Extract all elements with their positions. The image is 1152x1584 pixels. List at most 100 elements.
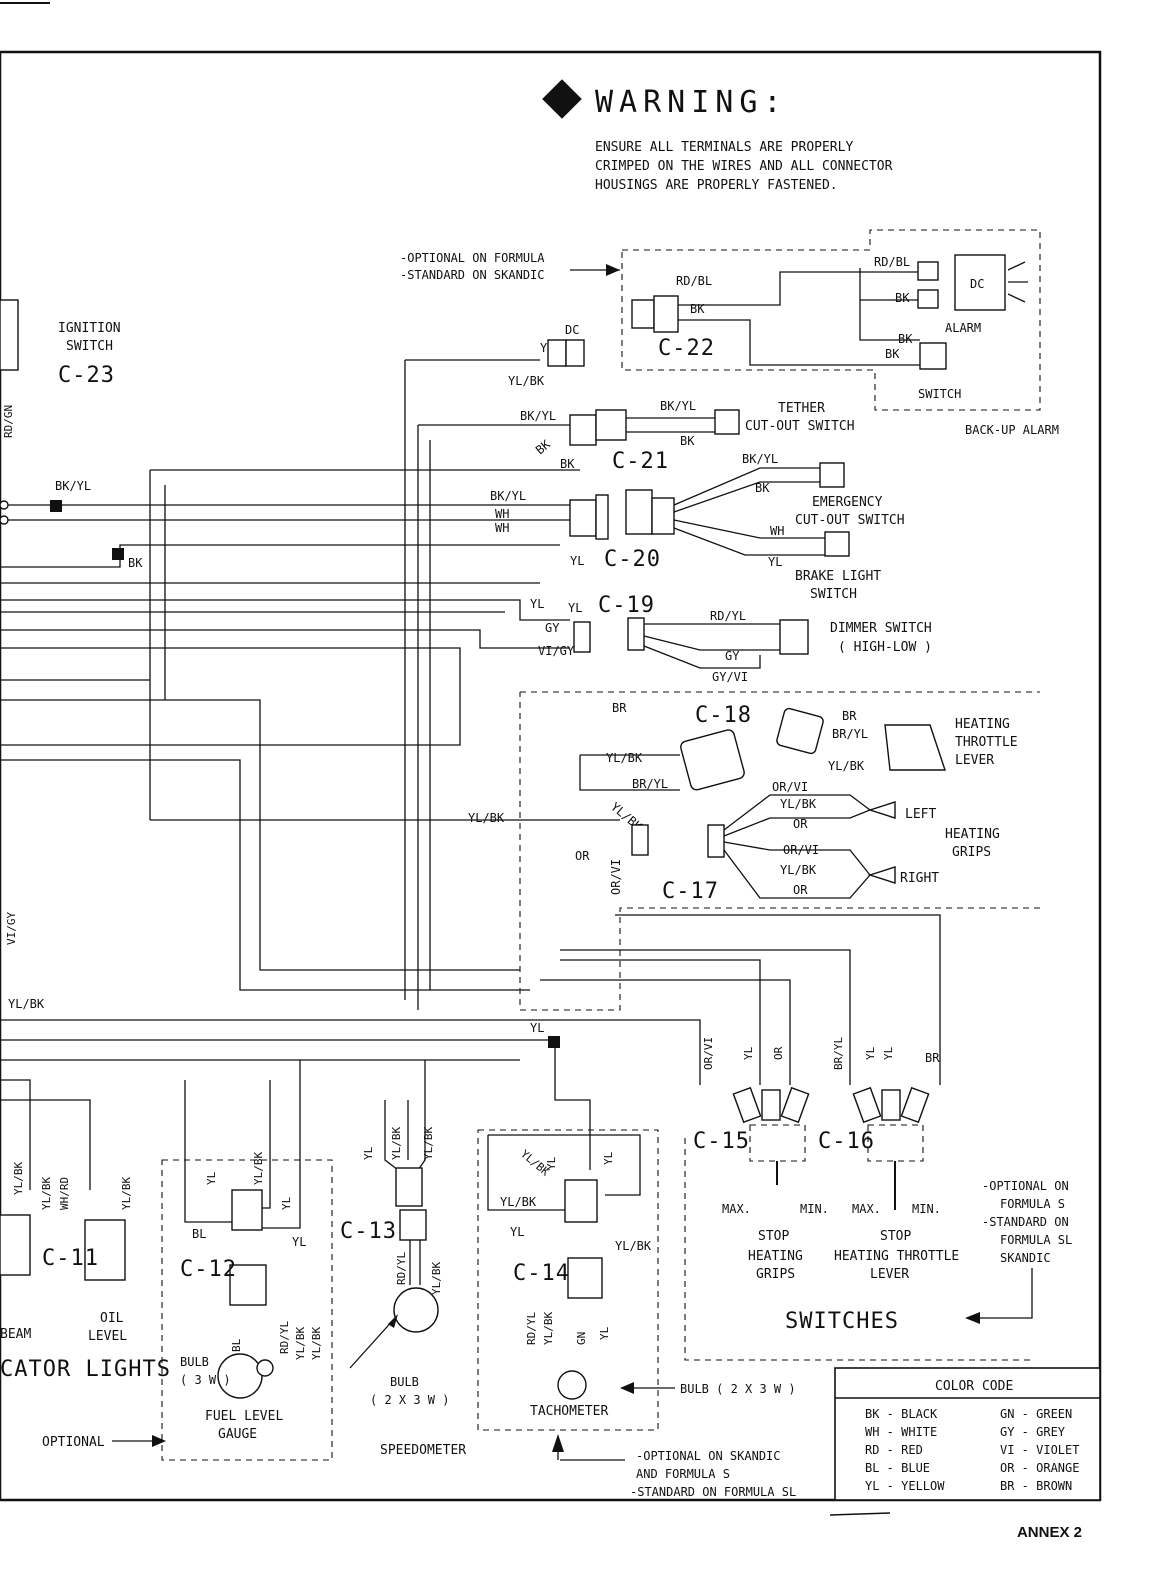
- label-heating-throttle-1: HEATING: [955, 717, 1010, 732]
- tach-bulb-arrow-icon: [620, 1382, 634, 1394]
- label-tether-1: TETHER: [778, 401, 825, 416]
- label-yl-2: YL: [768, 555, 782, 569]
- label-yl-bk-19: YL/BK: [500, 1195, 537, 1209]
- speedo-bulb-arrow-icon: [388, 1314, 398, 1328]
- label-yl-bk-11: YL/BK: [120, 1177, 133, 1210]
- color-code-vi: VI - VIOLET: [1000, 1443, 1079, 1457]
- label-yl-14: YL: [545, 1156, 558, 1170]
- label-bk-4: BK: [885, 347, 900, 361]
- color-code-bk: BK - BLACK: [865, 1407, 938, 1421]
- label-bk-5: BK: [680, 434, 695, 448]
- note-right-3: -STANDARD ON: [982, 1215, 1069, 1229]
- c17-connector-b: [707, 824, 725, 858]
- label-br-yl-1: BR/YL: [632, 777, 668, 791]
- label-yl-bk-20: YL/BK: [615, 1239, 652, 1253]
- label-dc-2: DC: [565, 323, 579, 337]
- label-yl-bk-2: YL/BK: [606, 751, 643, 765]
- label-bk-9: BK: [755, 481, 770, 495]
- splice-bk-yl: [50, 500, 62, 512]
- label-yl-bk-16: YL/BK: [422, 1127, 435, 1160]
- alarm-plug-2: [917, 289, 939, 309]
- wire-br-yl-c16: [560, 949, 851, 1085]
- c14-plug-a: [564, 1179, 598, 1223]
- wire-wh-brake: [673, 519, 825, 539]
- label-rd-bl-1: RD/BL: [676, 274, 712, 288]
- wire-rd-bl-c22: [678, 271, 925, 306]
- label-yl-3: YL: [570, 554, 584, 568]
- c12-plug-b: [229, 1264, 267, 1306]
- tachometer-dial: [557, 1370, 587, 1400]
- label-wh-1: WH: [495, 507, 509, 521]
- switches-zone: [684, 1138, 1030, 1361]
- label-heating-grips-1: HEATING: [945, 827, 1000, 842]
- label-hg-1: HEATING: [748, 1249, 803, 1264]
- emergency-switch-box: [819, 462, 845, 488]
- label-yl-bk-21: YL/BK: [542, 1312, 555, 1345]
- note-right-arrow-icon: [965, 1312, 980, 1324]
- label-yl-bk-12: YL/BK: [252, 1152, 265, 1185]
- label-heating-grips-2: GRIPS: [952, 845, 991, 860]
- alarm-plug-1: [917, 261, 939, 281]
- wire-c13-1: [384, 1100, 399, 1171]
- note-right-arrow-line: [975, 1268, 1033, 1319]
- label-bk-7: BK: [128, 556, 143, 570]
- note-standard-skandic: -STANDARD ON SKANDIC: [400, 268, 545, 282]
- wire-or-vi-c15: [0, 1019, 701, 1085]
- wire-c13-down: [409, 1240, 421, 1285]
- c21-connector-b: [595, 409, 627, 441]
- left-grip-icon: [867, 801, 896, 819]
- heating-throttle-plug: [776, 707, 824, 755]
- c15-pin-3: [780, 1086, 810, 1124]
- c14-plug-b: [567, 1257, 603, 1299]
- note-optional-left: OPTIONAL: [42, 1435, 105, 1450]
- oil-level-light: [84, 1219, 126, 1281]
- c19-connector-b: [627, 617, 645, 651]
- label-min-1: MIN.: [800, 1202, 829, 1216]
- label-c15: C-15: [693, 1129, 750, 1154]
- label-indicator: CATOR LIGHTS: [0, 1357, 171, 1382]
- wire-or-vi-right: [723, 841, 871, 876]
- wire-or-left: [723, 809, 871, 837]
- warning-line-1: ENSURE ALL TERMINALS ARE PROPERLY: [595, 140, 853, 155]
- wire-c14-1: [554, 1048, 591, 1170]
- label-bk-8: BK: [560, 457, 575, 471]
- wire-or-right: [723, 849, 871, 899]
- wire-bk-yl-emergency: [673, 467, 820, 506]
- tach-zone: [477, 1129, 659, 1431]
- label-yl-6: YL: [530, 1021, 544, 1035]
- color-code-or: OR - ORANGE: [1000, 1461, 1079, 1475]
- color-code-title: COLOR CODE: [935, 1379, 1013, 1394]
- label-beam: BEAM: [0, 1327, 31, 1342]
- label-wh-rd: WH/RD: [58, 1177, 71, 1210]
- label-dc: DC: [970, 277, 984, 291]
- scan-mark: [829, 1512, 891, 1516]
- label-or-vi-1: OR/VI: [772, 780, 808, 794]
- label-c13: C-13: [340, 1219, 397, 1244]
- c22-connector-a: [631, 299, 655, 329]
- wire-gy: [0, 599, 570, 621]
- note-optional-formula: -OPTIONAL ON FORMULA: [400, 251, 545, 265]
- label-oil-1: OIL: [100, 1311, 124, 1326]
- label-switch: SWITCH: [918, 387, 961, 401]
- label-bulb-tach: BULB ( 2 X 3 W ): [680, 1382, 796, 1396]
- wire-or-c15: [540, 979, 791, 1085]
- label-stop-2: STOP: [880, 1229, 911, 1244]
- backup-switch-box: [919, 342, 947, 370]
- note-right-5: SKANDIC: [1000, 1251, 1051, 1265]
- label-rd-yl-4: RD/YL: [525, 1312, 538, 1345]
- optional-left-arrow-icon: [152, 1435, 166, 1447]
- c21-connector-a: [569, 414, 597, 446]
- color-code-br: BR - BROWN: [1000, 1479, 1072, 1493]
- label-rd-yl-2: RD/YL: [278, 1321, 291, 1354]
- label-wh-3: WH: [770, 524, 784, 538]
- label-bk-yl-2: BK/YL: [660, 399, 696, 413]
- color-code-box: [834, 1367, 1101, 1501]
- label-tachometer: TACHOMETER: [530, 1404, 608, 1419]
- splice-bk: [112, 548, 124, 560]
- label-br-yl-2: BR/YL: [832, 727, 868, 741]
- label-hg-2: GRIPS: [756, 1267, 795, 1282]
- label-wh-2: WH: [495, 521, 509, 535]
- label-bulb-2: BULB: [390, 1375, 419, 1389]
- c23-plug-a: [547, 339, 567, 367]
- warning-line-2: CRIMPED ON THE WIRES AND ALL CONNECTOR: [595, 159, 893, 174]
